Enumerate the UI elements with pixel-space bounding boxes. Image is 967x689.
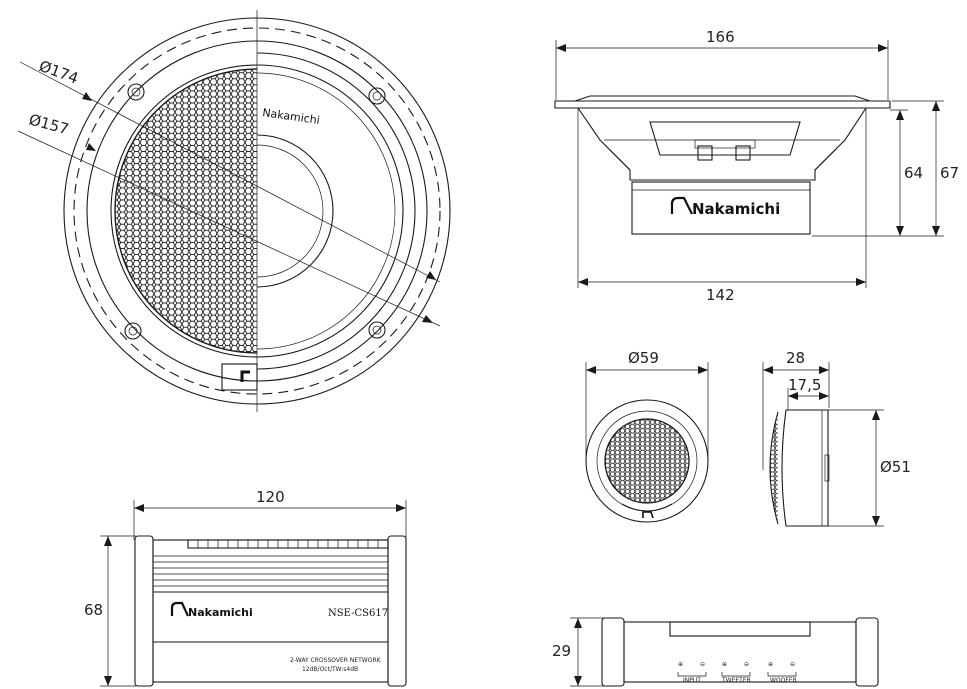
mounting-screw-icon [368,87,386,105]
terminal-labels: ⊕ ⊖ ⊕ ⊖ ⊕ ⊖ INPUT TWEETER WOOFER [677,661,797,684]
dim-outer-diameter: Ø174 [37,57,81,88]
terminal-minus-icon: ⊖ [700,661,705,668]
woofer-side-view: 166 Nakamichi 64 67 [554,28,959,304]
dim-tweeter-diameter: Ø59 [628,349,659,367]
brand-logo-icon [240,370,250,382]
terminal-icon [735,145,751,161]
terminal-input-label: INPUT [683,677,701,684]
terminal-plus-icon: ⊕ [722,661,727,668]
terminal-woofer-label: WOOFER [770,677,797,684]
brand-logo-icon [170,601,189,617]
woofer-cone-half [257,17,451,405]
dim-tweeter-dome: Ø51 [880,458,911,476]
dim-crossover-length: 120 [256,488,285,506]
crossover-brand-label: Nakamichi [188,606,253,619]
dim-woofer-total-depth: 67 [940,164,959,182]
dim-woofer-depth: 64 [904,164,923,182]
woofer-magnet [631,181,811,235]
woofer-front-view: Nakamichi Ø174 Ø157 [17,10,451,412]
terminal-tweeter-label: TWEETER [721,677,751,684]
crossover-spec-line1: 2-WAY CROSSOVER NETWORK [290,657,382,664]
brand-logo-icon [642,511,654,519]
brand-logo-icon [670,196,693,215]
crossover-spec-line2: 12dB/Oct/TW:s4dB [302,666,358,673]
terminal-plus-icon: ⊕ [678,661,683,668]
dim-crossover-width: 68 [84,601,103,619]
dim-woofer-width: 166 [706,28,735,46]
woofer-grille-half [63,17,257,405]
dim-tweeter-mount-depth: 17,5 [788,376,821,394]
mounting-screw-icon [368,321,386,339]
dim-woofer-basket: 142 [706,286,735,304]
terminal-minus-icon: ⊖ [790,661,795,668]
tweeter-side-view: 28 17,5 Ø51 [762,349,911,527]
tweeter-front-view: Ø59 [585,349,709,523]
mounting-screw-icon [127,83,145,101]
dim-inner-diameter: Ø157 [27,110,71,138]
crossover-top-view: 120 [84,488,407,687]
crossover-model-label: NSE-CS617 [328,608,388,619]
magnet-brand-label: Nakamichi [692,200,780,218]
woofer-cone-brand: Nakamichi [262,106,321,127]
crossover-end-view: ⊕ ⊖ ⊕ ⊖ ⊕ ⊖ INPUT TWEETER WOOFER 29 [552,617,879,687]
logo-tab [221,363,258,391]
dim-tweeter-depth: 28 [786,349,805,367]
vent-slots [197,540,379,548]
terminal-plus-icon: ⊕ [768,661,773,668]
terminal-icon [697,145,713,161]
terminal-minus-icon: ⊖ [744,661,749,668]
heatsink-ribs [153,555,388,593]
mounting-screw-icon [124,322,142,340]
dim-crossover-height: 29 [552,642,571,660]
